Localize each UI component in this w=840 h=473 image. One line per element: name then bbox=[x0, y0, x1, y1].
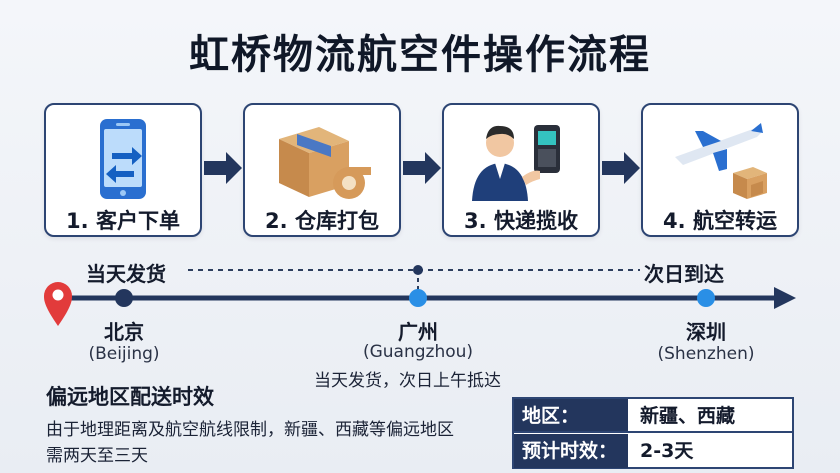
info-value: 新疆、西藏 bbox=[640, 405, 736, 427]
city-beijing: 北京 bbox=[104, 320, 144, 344]
city-shenzhen-en: (Shenzhen) bbox=[657, 344, 755, 364]
city-guangzhou: 广州 bbox=[398, 320, 438, 344]
step-label: 4. 航空转运 bbox=[663, 209, 777, 233]
flow-arrow-icon bbox=[403, 152, 441, 184]
step-label: 2. 仓库打包 bbox=[265, 209, 379, 233]
info-key: 预计时效： bbox=[514, 434, 628, 468]
remote-area-title: 偏远地区配送时效 bbox=[46, 385, 214, 409]
step-label: 3. 快递揽收 bbox=[464, 209, 578, 233]
step-card-order: 1. 客户下单 bbox=[44, 103, 202, 237]
flow-arrow-icon bbox=[602, 152, 640, 184]
guangzhou-note: 当天发货，次日上午抵达 bbox=[314, 371, 501, 391]
info-value: 2-3天 bbox=[640, 440, 694, 462]
location-pin-icon bbox=[44, 282, 72, 326]
page-title: 虹桥物流航空件操作流程 bbox=[189, 32, 651, 78]
timeline-start-note: 当天发货 bbox=[86, 262, 166, 286]
city-guangzhou-en: (Guangzhou) bbox=[362, 342, 474, 362]
step-card-packing: 2. 仓库打包 bbox=[243, 103, 401, 237]
city-shenzhen: 深圳 bbox=[686, 320, 726, 344]
remote-area-description: 由于地理距离及航空航线限制，新疆、西藏等偏远地区需两天至三天 bbox=[46, 420, 454, 466]
delivery-info-table: 地区： 新疆、西藏 预计时效： 2-3天 bbox=[512, 397, 794, 469]
courier-scanner-icon bbox=[472, 125, 560, 201]
smartphone-arrows-icon bbox=[100, 119, 146, 199]
info-key: 地区： bbox=[514, 399, 628, 431]
step-label: 1. 客户下单 bbox=[66, 209, 180, 233]
flow-arrow-icon bbox=[204, 152, 242, 184]
info-row-region: 地区： 新疆、西藏 bbox=[514, 399, 792, 433]
step-card-pickup: 3. 快递揽收 bbox=[442, 103, 600, 237]
airplane-cargo-icon bbox=[675, 123, 767, 199]
info-row-eta: 预计时效： 2-3天 bbox=[514, 434, 792, 468]
step-card-air-transport: 4. 航空转运 bbox=[641, 103, 799, 237]
timeline-end-note: 次日到达 bbox=[644, 262, 724, 286]
package-box-tape-icon bbox=[279, 127, 371, 199]
city-beijing-en: (Beijing) bbox=[88, 344, 160, 364]
